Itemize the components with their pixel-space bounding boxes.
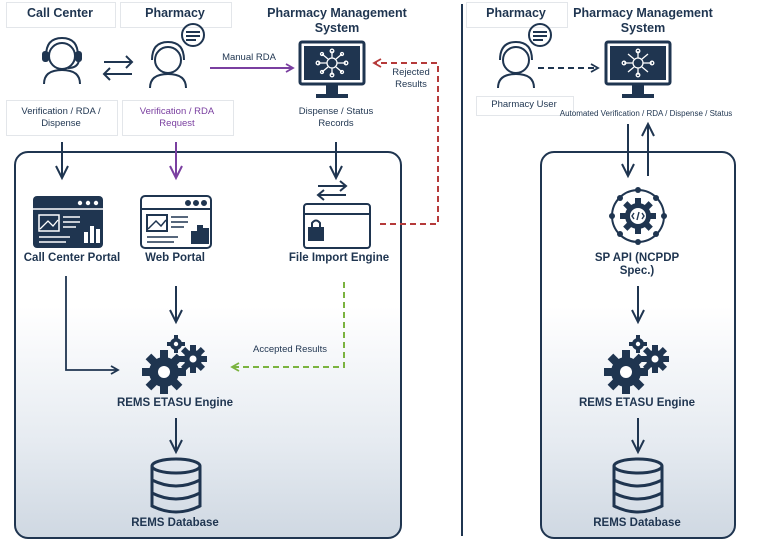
pharmacy-header-tab	[120, 2, 232, 28]
sp-api-icon	[609, 187, 667, 245]
right-pms-monitor-icon	[604, 40, 672, 98]
pharmacy-sublabel-tab	[122, 100, 234, 136]
sp-api-label: SP API (NCPDP Spec.)	[594, 252, 680, 277]
etasu-engine-label: REMS ETASU Engine	[116, 397, 234, 409]
pms-header: Pharmacy Management System	[267, 6, 407, 35]
right-pharmacy-header: Pharmacy	[486, 6, 546, 20]
right-rems-database-label: REMS Database	[593, 517, 681, 529]
pms-sublabel: Dispense / Status Records	[298, 106, 374, 129]
right-etasu-gears-icon	[604, 335, 669, 394]
rejected-results-label: Rejected Results	[392, 67, 430, 90]
rems-database-icon	[150, 457, 202, 514]
accepted-results-arrow	[230, 282, 345, 372]
etasu-gears-icon	[142, 335, 207, 394]
rejected-results-arrow	[372, 58, 439, 225]
automated-label: Automated Verification / RDA / Dispense …	[559, 109, 733, 118]
accepted-results-label: Accepted Results	[253, 344, 327, 355]
manual-rda-label: Manual RDA	[222, 52, 276, 63]
call-center-portal-to-etasu-arrow	[65, 276, 120, 375]
rems-database-label: REMS Database	[131, 517, 219, 529]
pharmacy-user-label: Pharmacy User	[491, 99, 557, 110]
call-center-header-tab	[6, 2, 116, 28]
file-import-engine-label: File Import Engine	[288, 252, 390, 264]
right-pms-header: Pharmacy Management System	[573, 6, 713, 35]
web-portal-label: Web Portal	[145, 252, 205, 264]
pharmacy-user-icon	[497, 23, 552, 89]
call-center-header: Call Center	[27, 6, 93, 20]
call-center-sublabel: Verification / RDA / Dispense	[21, 106, 101, 129]
call-center-portal-icon	[33, 196, 103, 248]
pharmacy-sublabel: Verification / RDA Request	[139, 106, 215, 129]
call-center-agent-icon	[42, 36, 82, 85]
call-center-sublabel-tab	[6, 100, 118, 136]
exchange-arrows-icon	[102, 55, 134, 81]
web-portal-icon	[140, 195, 212, 249]
pharmacy-agent-icon	[149, 23, 205, 89]
pms-monitor-icon	[298, 40, 366, 98]
right-rems-database-icon	[612, 457, 664, 514]
call-center-portal-label: Call Center Portal	[23, 252, 121, 264]
right-pharmacy-header-tab	[466, 2, 568, 28]
file-import-engine-icon	[303, 180, 371, 249]
pharmacy-header: Pharmacy	[145, 6, 205, 20]
section-divider	[461, 4, 463, 536]
pharmacy-user-tab	[476, 96, 574, 116]
right-etasu-engine-label: REMS ETASU Engine	[578, 397, 696, 409]
